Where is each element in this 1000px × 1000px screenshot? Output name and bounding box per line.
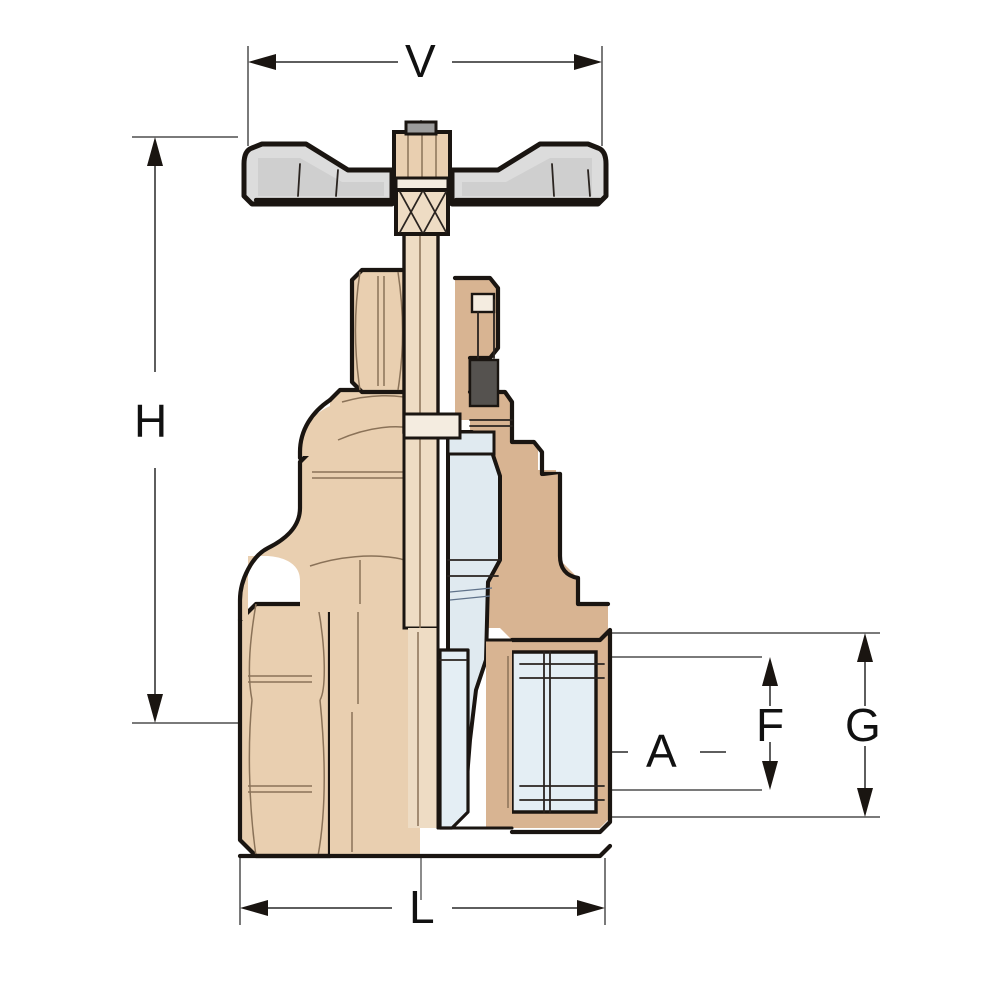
dimension-label-G: G — [845, 699, 881, 751]
dimension-H — [132, 136, 238, 724]
valve-lower-body — [237, 601, 422, 859]
dimension-label-H: H — [134, 395, 168, 447]
valve-bonnet — [297, 387, 423, 461]
dimension-L — [239, 858, 606, 925]
valve-body-midsection — [237, 449, 423, 623]
valve-bottom-edge — [237, 826, 613, 859]
dimension-G — [608, 632, 880, 818]
dimension-label-A: A — [646, 725, 677, 777]
gate-wedge-lower — [438, 648, 470, 830]
dimension-V — [247, 46, 603, 146]
dimension-label-L: L — [409, 881, 435, 933]
handwheel — [241, 120, 609, 236]
dimension-label-F: F — [756, 699, 785, 751]
outlet-port — [484, 627, 613, 835]
dimension-label-V: V — [405, 35, 436, 87]
